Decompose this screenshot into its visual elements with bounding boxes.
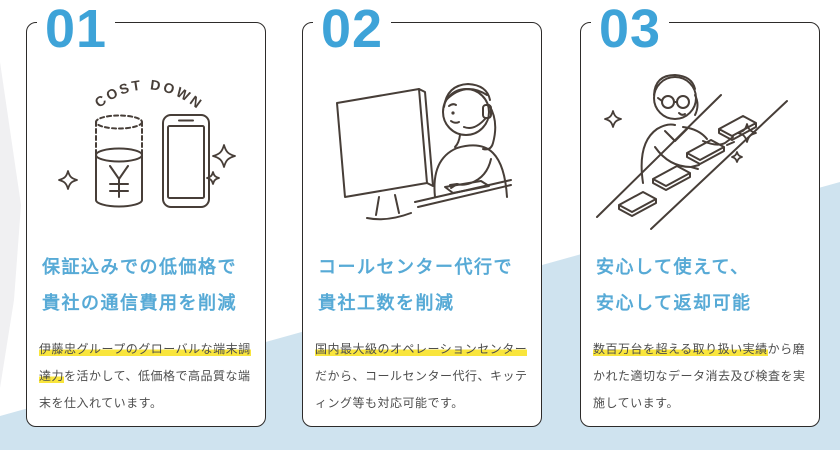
highlighted-text: 数百万台を超える取り扱い実績 xyxy=(593,342,768,356)
card-title-line2: 貴社工数を削減 xyxy=(318,293,455,313)
card-number: 02 xyxy=(313,1,392,58)
call-center-illustration xyxy=(303,45,541,243)
body-text: だから、コールセンター代行、キッティング等も対応可能です。 xyxy=(315,369,528,410)
sparkle-icon xyxy=(212,144,236,168)
cost-down-illustration: COST DOWN xyxy=(27,45,265,243)
card-number: 01 xyxy=(37,1,116,58)
feature-card-1: 01 COST DOWN 保証込みでの低価格で 貴社の通信費用を削減 xyxy=(26,1,266,427)
sparkle-icon xyxy=(58,170,78,190)
card-title-line1: 保証込みでの低価格で xyxy=(42,257,237,277)
card-body: 伊藤忠グループのグローバルな端末調達力を活かして、低価格で高品質な端末を仕入れて… xyxy=(39,336,253,417)
sparkle-icon xyxy=(731,151,743,163)
card-title: 保証込みでの低価格で 貴社の通信費用を削減 xyxy=(42,249,250,321)
card-title: 安心して使えて、 安心して返却可能 xyxy=(596,249,804,321)
body-text: を活かして、低価格で高品質な端末を仕入れています。 xyxy=(39,369,251,410)
card-title-line1: コールセンター代行で xyxy=(318,257,513,277)
sparkle-icon xyxy=(604,110,622,128)
card-title-line1: 安心して使えて、 xyxy=(596,257,750,277)
inspection-illustration xyxy=(581,45,819,243)
body-text: から磨かれた適切なデータ消去及び検査を実施しています。 xyxy=(593,342,806,410)
feature-card-3: 03 xyxy=(580,1,820,427)
operator-monitor-icon xyxy=(336,83,512,221)
feature-card-2: 02 コールセンター代行で 貴社工数を xyxy=(302,1,542,427)
card-title: コールセンター代行で 貴社工数を削減 xyxy=(318,249,526,321)
card-number: 03 xyxy=(591,1,670,58)
svg-text:COST DOWN: COST DOWN xyxy=(92,76,207,112)
highlighted-text: 国内最大級のオペレーションセンター xyxy=(315,342,528,356)
money-cup-phone-icon: COST DOWN xyxy=(58,76,236,208)
card-body: 数百万台を超える取り扱い実績から磨かれた適切なデータ消去及び検査を実施しています… xyxy=(593,336,807,417)
card-title-line2: 安心して返却可能 xyxy=(596,293,752,313)
card-body: 国内最大級のオペレーションセンターだから、コールセンター代行、キッティング等も対… xyxy=(315,336,529,417)
card-title-line2: 貴社の通信費用を削減 xyxy=(42,293,237,313)
cost-down-arc-label: COST DOWN xyxy=(92,76,205,112)
conveyor-inspection-icon xyxy=(596,74,788,230)
